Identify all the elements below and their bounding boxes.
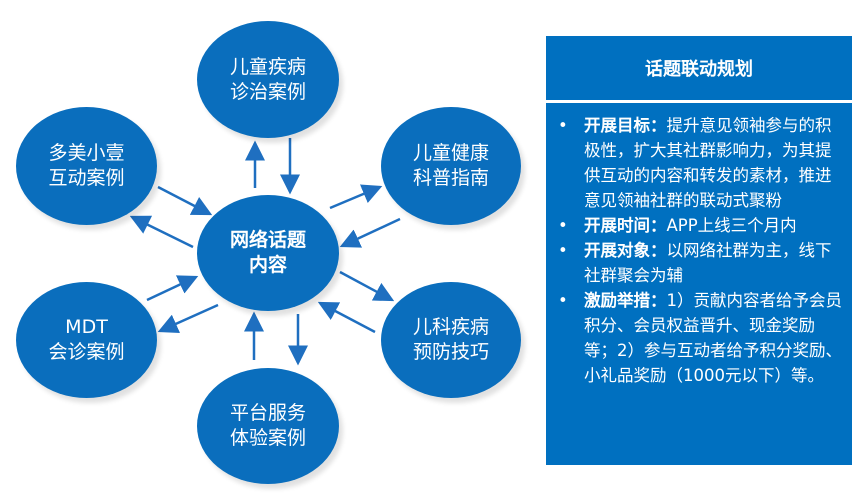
arrow-to-bottom-left <box>157 303 219 333</box>
node-line1: 儿童健康 <box>412 142 489 164</box>
item-label: 开展目标： <box>584 116 667 135</box>
item-text: 以网络社群为主，线下社群聚会为辅 <box>584 241 832 285</box>
plan-list: 开展目标：提升意见领袖参与的积极性，扩大其社群影响力，为其提供互动的内容和转发的… <box>546 113 852 388</box>
center-line2: 内容 <box>248 254 287 276</box>
node-top: 儿童疾病诊治案例 <box>197 21 339 138</box>
node-line1: 多美小壹 <box>48 142 125 164</box>
arrow-to-top-right <box>329 184 383 210</box>
node-line2: 科普指南 <box>412 167 489 189</box>
center-node: 网络话题 内容 <box>197 195 339 311</box>
arrow-to-top-left <box>129 215 194 249</box>
plan-panel: 话题联动规划 开展目标：提升意见领袖参与的积极性，扩大其社群影响力，为其提供互动… <box>546 36 852 465</box>
item-label: 开展对象： <box>584 241 667 260</box>
node-top-right: 儿童健康科普指南 <box>381 107 521 225</box>
list-item: 激励举措：1）贡献内容者给予会员积分、会员权益晋升、现金奖励等；2）参与互动者给… <box>558 288 844 388</box>
item-text: 1）贡献内容者给予会员积分、会员权益晋升、现金奖励等；2）参与互动者给予积分奖励… <box>584 291 842 385</box>
panel-title: 话题联动规划 <box>546 36 852 103</box>
node-line2: 预防技巧 <box>412 341 489 363</box>
node-bottom-right: 儿科疾病预防技巧 <box>381 282 521 398</box>
arrow-from-bottom-left <box>146 275 199 302</box>
node-line1: 儿科疾病 <box>412 316 489 338</box>
item-label: 开展时间： <box>584 216 667 235</box>
list-item: 开展目标：提升意见领袖参与的积极性，扩大其社群影响力，为其提供互动的内容和转发的… <box>558 113 844 213</box>
node-line1: 平台服务 <box>229 402 306 424</box>
node-line1: MDT <box>65 316 108 338</box>
node-line2: 会诊案例 <box>48 341 125 363</box>
node-line2: 诊治案例 <box>229 80 306 103</box>
arrow-from-top-right <box>339 217 401 248</box>
center-line1: 网络话题 <box>229 229 306 251</box>
arrow-from-top-left <box>157 185 213 216</box>
node-line2: 体验案例 <box>229 427 306 449</box>
item-text: APP上线三个月内 <box>666 216 797 235</box>
node-bottom: 平台服务体验案例 <box>197 368 339 484</box>
item-text: 提升意见领袖参与的积极性，扩大其社群影响力，为其提供互动的内容和转发的素材，推进… <box>584 116 832 210</box>
node-line2: 互动案例 <box>48 167 125 189</box>
arrows <box>129 138 401 366</box>
list-item: 开展对象：以网络社群为主，线下社群聚会为辅 <box>558 238 844 288</box>
item-label: 激励举措： <box>584 291 667 310</box>
arrow-from-bottom-right <box>317 301 376 334</box>
node-line1: 儿童疾病 <box>229 55 306 78</box>
list-item: 开展时间：APP上线三个月内 <box>558 213 844 238</box>
arrow-to-bottom-right <box>339 270 395 302</box>
node-top-left: 多美小壹互动案例 <box>16 107 157 225</box>
node-bottom-left: MDT 会诊案例 <box>16 282 157 398</box>
